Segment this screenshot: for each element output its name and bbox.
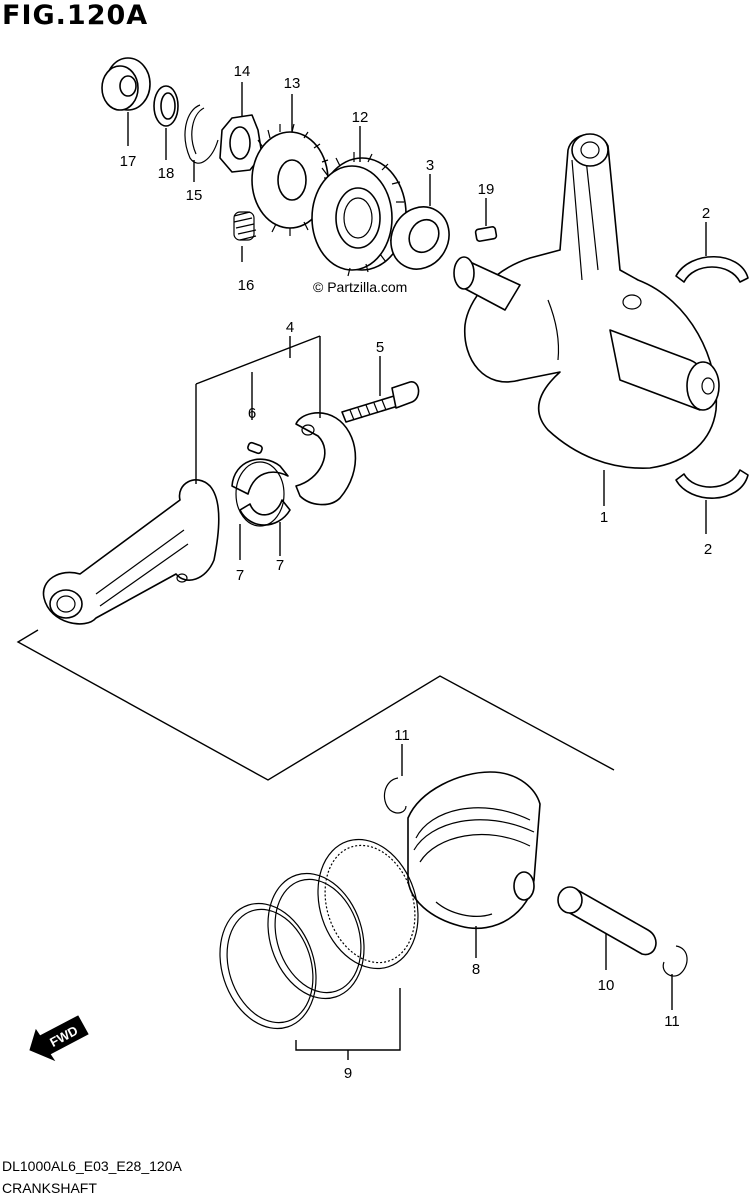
callout-16: 16 <box>238 277 255 294</box>
callout-13: 13 <box>284 75 301 92</box>
footer-code: DL1000AL6_E03_E28_120A <box>2 1158 182 1174</box>
part-19-key[interactable] <box>474 226 498 242</box>
callout-labels: 17 18 15 14 13 12 3 19 16 2 2 1 4 5 6 7 … <box>120 63 713 1082</box>
fwd-arrow-icon: FWD <box>29 1015 89 1062</box>
part-6-pin[interactable] <box>247 441 263 455</box>
part-11-circlip-lower[interactable] <box>662 945 688 977</box>
callout-7-right: 7 <box>276 557 284 574</box>
part-10-piston-pin[interactable] <box>557 886 657 956</box>
part-8-piston[interactable] <box>407 771 541 930</box>
callout-11-upper: 11 <box>394 727 410 744</box>
part-11-circlip-upper[interactable] <box>383 777 407 814</box>
part-5-bolt[interactable] <box>341 381 420 423</box>
part-1-crankshaft[interactable] <box>453 133 720 469</box>
part-17-nut[interactable] <box>101 57 151 111</box>
callout-12: 12 <box>352 109 369 126</box>
part-3-washer[interactable] <box>380 196 460 279</box>
part-14-lock-plate[interactable] <box>219 114 263 173</box>
callout-10: 10 <box>598 977 615 994</box>
part-2-bearing-upper[interactable] <box>675 256 749 283</box>
callout-4: 4 <box>286 319 294 336</box>
callout-9: 9 <box>344 1065 352 1082</box>
part-7-bearing-shells[interactable] <box>231 458 291 527</box>
callout-5: 5 <box>376 339 384 356</box>
callout-1: 1 <box>600 509 608 526</box>
part-15-circlip[interactable] <box>184 104 219 164</box>
callout-17: 17 <box>120 153 137 170</box>
callout-3: 3 <box>426 157 434 174</box>
callout-7-left: 7 <box>236 567 244 584</box>
part-2-bearing-lower[interactable] <box>675 469 749 499</box>
callout-15: 15 <box>186 187 203 204</box>
part-4-conrod-cap[interactable] <box>295 412 357 506</box>
leader-lines <box>127 82 707 1010</box>
callout-6: 6 <box>248 405 256 422</box>
part-16-spring[interactable] <box>233 211 257 241</box>
part-18-washer[interactable] <box>153 85 179 127</box>
callout-11-lower: 11 <box>664 1013 680 1030</box>
group-lines <box>16 335 615 1060</box>
callout-14: 14 <box>234 63 251 80</box>
callout-8: 8 <box>472 961 480 978</box>
part-4-connecting-rod[interactable] <box>42 479 220 625</box>
figure-title: FIG.120A <box>2 0 149 31</box>
watermark: © Partzilla.com <box>313 279 408 295</box>
part-9-piston-rings[interactable] <box>204 826 434 1041</box>
footer-name: CRANKSHAFT <box>2 1180 97 1196</box>
callout-2-lower: 2 <box>704 541 712 558</box>
callout-18: 18 <box>158 165 175 182</box>
callout-19: 19 <box>478 181 495 198</box>
callout-2-upper: 2 <box>702 205 710 222</box>
